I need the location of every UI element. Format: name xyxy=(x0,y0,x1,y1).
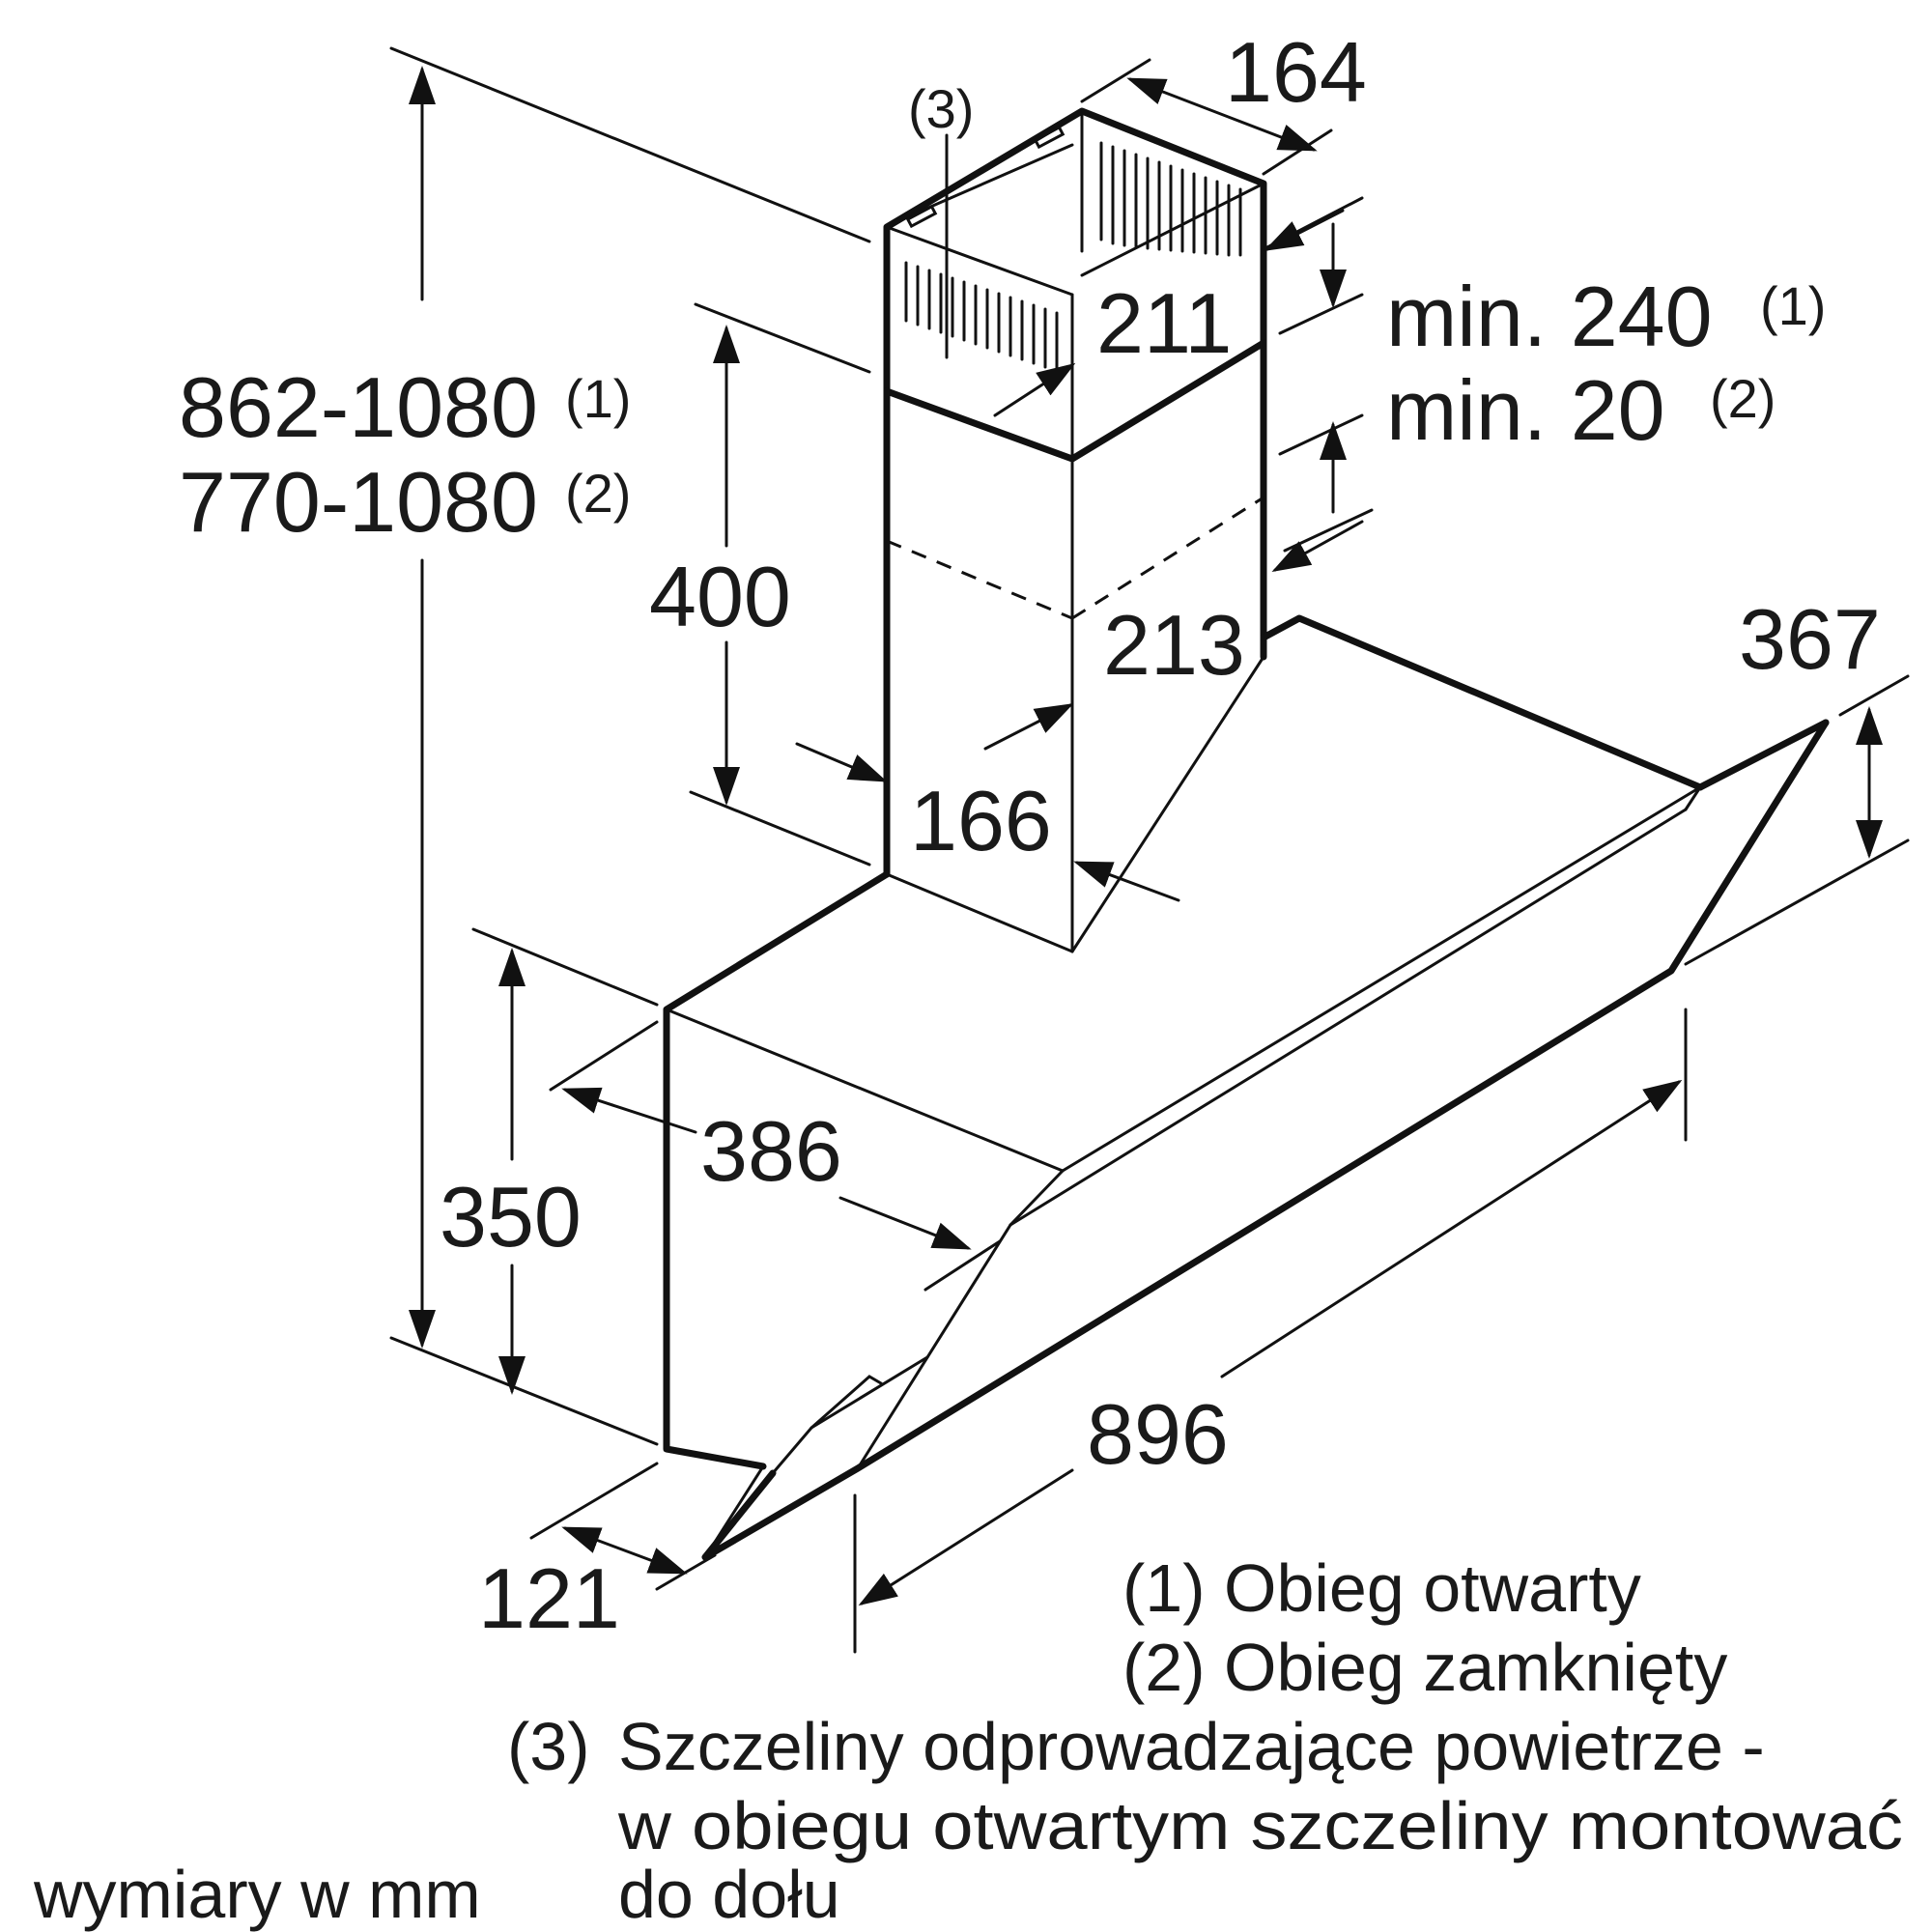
vent-slots-left xyxy=(904,261,1059,373)
body-depth-label: 386 xyxy=(700,1103,842,1199)
chimney-top-depth-label: 164 xyxy=(1225,24,1367,120)
total-height-closed-ref: (2) xyxy=(565,463,631,524)
legend-note-slots-ref: (3) xyxy=(507,1709,590,1784)
glass-canopy xyxy=(701,719,1830,1561)
legend-note-slots-line3: do dołu xyxy=(618,1857,840,1932)
dimension-labels: 862-1080 (1) 770-1080 (2) 164 (3) 211 mi… xyxy=(179,24,1881,1646)
min-gap-open-label: min. 240 xyxy=(1386,269,1713,364)
vent-slots-right xyxy=(1099,141,1242,257)
total-height-closed-label: 770-1080 xyxy=(179,454,538,550)
dimension-lines xyxy=(389,46,1910,1654)
chimney-lower-height-label: 400 xyxy=(649,549,791,644)
main-body xyxy=(663,614,1704,1470)
chimney-lower-width-label: 213 xyxy=(1103,597,1245,693)
min-gap-closed-label: min. 20 xyxy=(1386,362,1665,458)
vent-slots-ref-label: (3) xyxy=(908,78,974,139)
legend-note-open: (1) Obieg otwarty xyxy=(1122,1550,1641,1626)
chimney-upper-width-label: 211 xyxy=(1096,275,1232,371)
min-gap-open-ref: (1) xyxy=(1760,275,1826,336)
glass-height-label: 367 xyxy=(1739,591,1881,687)
legend-note-slots-line1: Szczeliny odprowadzające powietrze - xyxy=(618,1709,1765,1784)
total-height-open-ref: (1) xyxy=(565,368,631,429)
units-note: wymiary w mm xyxy=(33,1857,481,1932)
glass-width-label: 896 xyxy=(1087,1386,1229,1482)
hood-outline xyxy=(663,107,1830,1561)
upper-chimney xyxy=(883,107,1267,463)
chimney-lower-depth-label: 166 xyxy=(910,773,1052,868)
total-height-open-label: 862-1080 xyxy=(179,359,538,455)
min-gap-closed-ref: (2) xyxy=(1710,368,1776,429)
legend: (1) Obieg otwarty (2) Obieg zamknięty (3… xyxy=(33,1550,1903,1932)
legend-note-slots-line2: w obiegu otwartym szczeliny montować xyxy=(617,1788,1903,1863)
lower-chimney xyxy=(883,339,1267,953)
body-height-label: 350 xyxy=(440,1169,582,1264)
legend-note-closed: (2) Obieg zamknięty xyxy=(1122,1630,1727,1705)
front-depth-label: 121 xyxy=(478,1550,620,1646)
